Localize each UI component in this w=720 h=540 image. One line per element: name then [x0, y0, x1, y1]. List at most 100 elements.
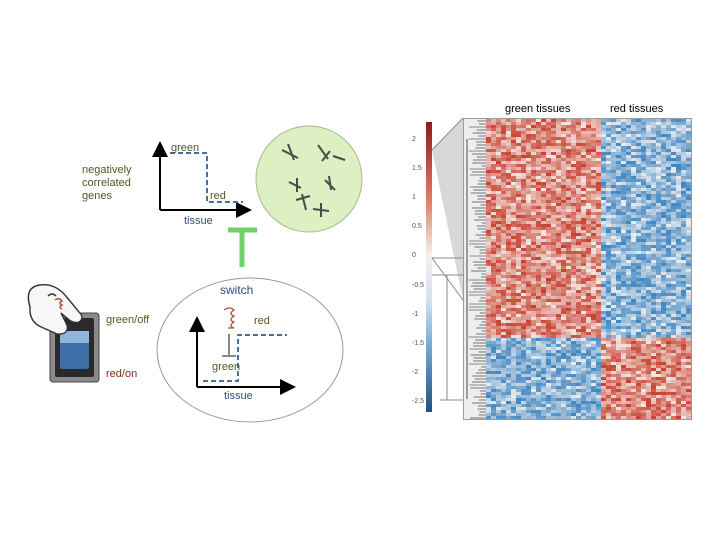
heatmap-cell — [671, 317, 677, 321]
heatmap-cell — [636, 413, 642, 417]
heatmap-cell — [556, 293, 562, 297]
heatmap-cell — [686, 326, 691, 330]
heatmap-cell — [536, 413, 542, 417]
heatmap-cell — [616, 257, 622, 261]
heatmap-cell — [501, 263, 507, 267]
heatmap-cell — [651, 251, 657, 255]
heatmap-cell — [671, 251, 677, 255]
heatmap-cell — [616, 122, 622, 126]
heatmap-cell — [686, 407, 691, 411]
heatmap-cell — [576, 185, 582, 189]
heatmap-cell — [521, 152, 527, 156]
heatmap-cell — [506, 143, 512, 147]
heatmap-cell — [626, 320, 632, 324]
heatmap-cell — [491, 155, 497, 159]
heatmap-cell — [491, 206, 497, 210]
heatmap-cell — [491, 152, 497, 156]
heatmap-cell — [551, 197, 557, 201]
heatmap-cell — [516, 122, 522, 126]
heatmap-cell — [576, 131, 582, 135]
heatmap-cell — [611, 407, 617, 411]
heatmap-cell — [671, 209, 677, 213]
heatmap-cell — [631, 212, 637, 216]
heatmap-cell — [541, 119, 547, 123]
heatmap-cell — [606, 134, 612, 138]
heatmap-cell — [576, 296, 582, 300]
heatmap-cell — [576, 179, 582, 183]
heatmap-cell — [651, 119, 657, 123]
heatmap-cell — [511, 218, 517, 222]
heatmap-cell — [681, 296, 687, 300]
heatmap-cell — [626, 128, 632, 132]
heatmap-cell — [516, 212, 522, 216]
heatmap-cell — [651, 152, 657, 156]
heatmap-cell — [611, 269, 617, 273]
heatmap-cell — [571, 218, 577, 222]
heatmap-cell — [636, 335, 642, 339]
heatmap-cell — [656, 125, 662, 129]
heatmap-cell — [556, 380, 562, 384]
heatmap-cell — [556, 392, 562, 396]
heatmap-cell — [526, 236, 532, 240]
heatmap-cell — [496, 155, 502, 159]
heatmap-cell — [511, 317, 517, 321]
heatmap-cell — [486, 158, 492, 162]
heatmap-cell — [571, 215, 577, 219]
heatmap-cell — [556, 185, 562, 189]
heatmap-cell — [631, 377, 637, 381]
heatmap-cell — [541, 404, 547, 408]
heatmap-cell — [581, 128, 587, 132]
heatmap-cell — [486, 374, 492, 378]
heatmap-cell — [516, 206, 522, 210]
heatmap-cell — [671, 176, 677, 180]
heatmap-cell — [641, 380, 647, 384]
heatmap-cell — [671, 119, 677, 123]
heatmap-cell — [566, 359, 572, 363]
heatmap-cell — [501, 146, 507, 150]
heatmap-cell — [606, 239, 612, 243]
heatmap-cell — [526, 134, 532, 138]
heatmap-cell — [596, 347, 602, 351]
heatmap-cell — [491, 164, 497, 168]
heatmap-cell — [671, 248, 677, 252]
heatmap-cell — [591, 179, 597, 183]
heatmap-cell — [606, 131, 612, 135]
heatmap-cell — [576, 152, 582, 156]
heatmap-cell — [516, 314, 522, 318]
heatmap-cell — [491, 263, 497, 267]
heatmap-cell — [681, 341, 687, 345]
heatmap-cell — [681, 188, 687, 192]
heatmap-cell — [636, 401, 642, 405]
heatmap-cell — [676, 140, 682, 144]
heatmap-cell — [546, 236, 552, 240]
heatmap-cell — [606, 299, 612, 303]
heatmap-cell — [616, 215, 622, 219]
heatmap-cell — [661, 329, 667, 333]
heatmap-cell — [626, 335, 632, 339]
heatmap-cell — [636, 305, 642, 309]
heatmap-cell — [611, 173, 617, 177]
heatmap-cell — [591, 227, 597, 231]
heatmap-cell — [581, 245, 587, 249]
heatmap-cell — [581, 341, 587, 345]
heatmap-cell — [506, 122, 512, 126]
heatmap-cell — [551, 266, 557, 270]
heatmap-cell — [561, 218, 567, 222]
heatmap-cell — [576, 353, 582, 357]
heatmap-cell — [611, 218, 617, 222]
heatmap-cell — [531, 221, 537, 225]
heatmap-cell — [531, 323, 537, 327]
heatmap-cell — [521, 413, 527, 417]
heatmap-cell — [526, 239, 532, 243]
heatmap-cell — [641, 140, 647, 144]
heatmap-cell — [551, 314, 557, 318]
heatmap-cell — [646, 326, 652, 330]
heatmap-cell — [556, 149, 562, 153]
heatmap-cell — [576, 197, 582, 201]
heatmap-cell — [496, 323, 502, 327]
heatmap-cell — [561, 191, 567, 195]
heatmap-cell — [631, 248, 637, 252]
heatmap-cell — [496, 146, 502, 150]
heatmap-cell — [486, 191, 492, 195]
heatmap-cell — [676, 311, 682, 315]
